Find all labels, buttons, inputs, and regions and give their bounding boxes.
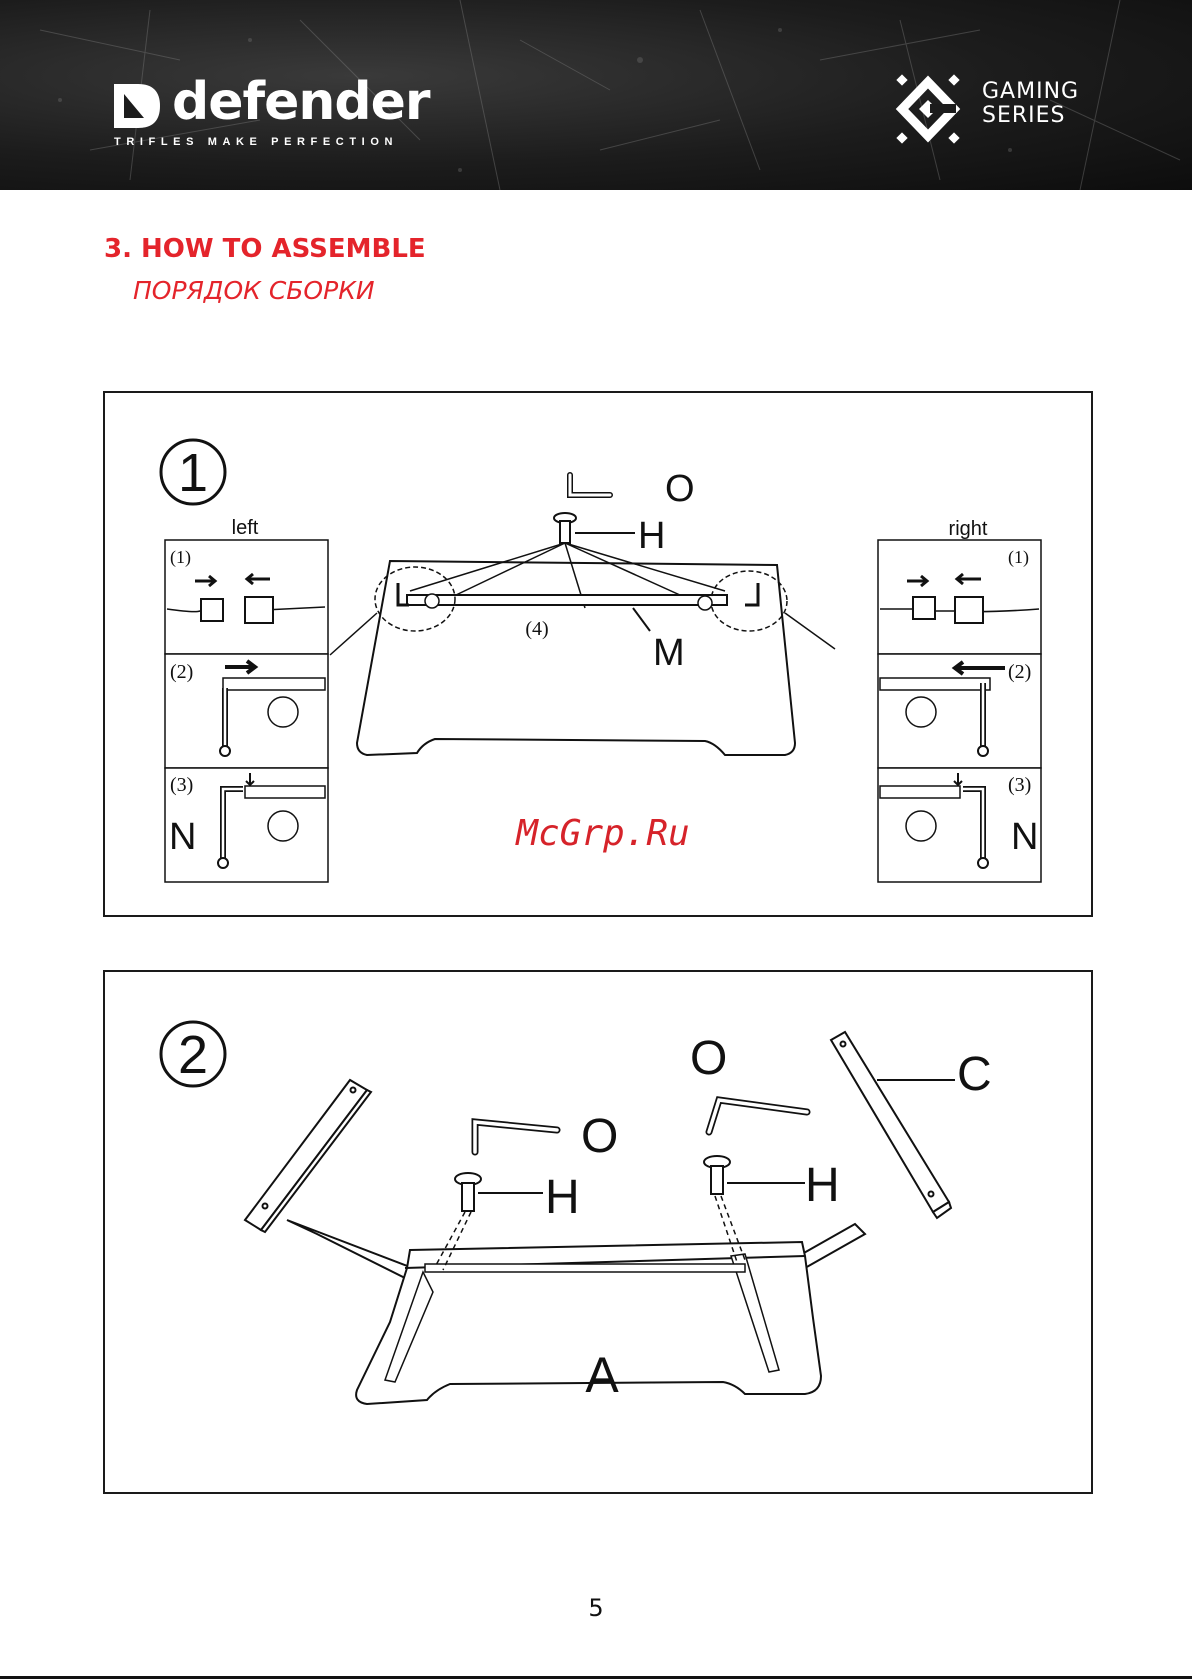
right-caption: right — [949, 518, 988, 540]
gaming-text-line2: SERIES — [982, 104, 1079, 128]
brand-tagline: TRIFLES MAKE PERFECTION — [114, 136, 398, 148]
step1-number: 1 — [178, 443, 208, 503]
left-part-h-label: H — [545, 1171, 580, 1224]
right-substep3: (3) — [1008, 774, 1031, 796]
right-substep2: (2) — [1008, 661, 1031, 683]
right-substep1: (1) — [1008, 547, 1029, 568]
left-caption: left — [232, 517, 259, 539]
step1-panel: 1 O H (4) M — [103, 391, 1093, 917]
header-banner: defender TRIFLES MAKE PERFECTION GAMING … — [0, 0, 1192, 190]
connector-plug-icon-right — [913, 597, 935, 619]
gaming-series-logo: GAMING SERIES — [890, 70, 1070, 150]
left-part-o-label: O — [581, 1110, 618, 1163]
left-substep3: (3) — [170, 774, 193, 796]
gaming-text-line1: GAMING — [982, 80, 1079, 104]
right-inset: (1) (2) (3) N — [878, 540, 1041, 882]
right-part-o-label: O — [690, 1032, 727, 1085]
part-o-label: O — [665, 468, 695, 510]
brand-name: defender — [172, 76, 430, 128]
right-part-h-label: H — [805, 1159, 840, 1212]
page-number: 5 — [0, 1594, 1192, 1622]
gaming-series-icon — [890, 70, 966, 148]
right-part-n-label: N — [1011, 816, 1038, 858]
defender-logo-icon — [112, 82, 162, 130]
part-m-label: M — [653, 632, 685, 674]
section-title: 3. HOW TO ASSEMBLE — [104, 234, 426, 264]
allen-key-icon — [570, 475, 610, 495]
step2-number: 2 — [178, 1025, 208, 1085]
connector-socket-icon — [245, 597, 273, 623]
part-a-label: A — [585, 1347, 619, 1403]
section-subtitle: ПОРЯДОК СБОРКИ — [133, 276, 375, 305]
step2-diagram: 2 C A O H — [105, 972, 1095, 1496]
tabletop-outline — [357, 561, 795, 755]
gaming-series-text: GAMING SERIES — [982, 80, 1079, 128]
part-c-label: C — [957, 1048, 992, 1101]
left-substep1: (1) — [170, 547, 191, 568]
watermark: McGrp.Ru — [514, 813, 689, 854]
part-h-label: H — [638, 515, 665, 557]
step2-panel: 2 C A O H — [103, 970, 1093, 1494]
step1-diagram: 1 O H (4) M — [105, 393, 1095, 919]
substep4-label: (4) — [525, 618, 548, 640]
connector-plug-icon — [201, 599, 223, 621]
left-inset: (1) (2) (3) N — [165, 540, 328, 882]
left-substep2: (2) — [170, 661, 193, 683]
connector-socket-icon-right — [955, 597, 983, 623]
left-part-n-label: N — [169, 816, 196, 858]
